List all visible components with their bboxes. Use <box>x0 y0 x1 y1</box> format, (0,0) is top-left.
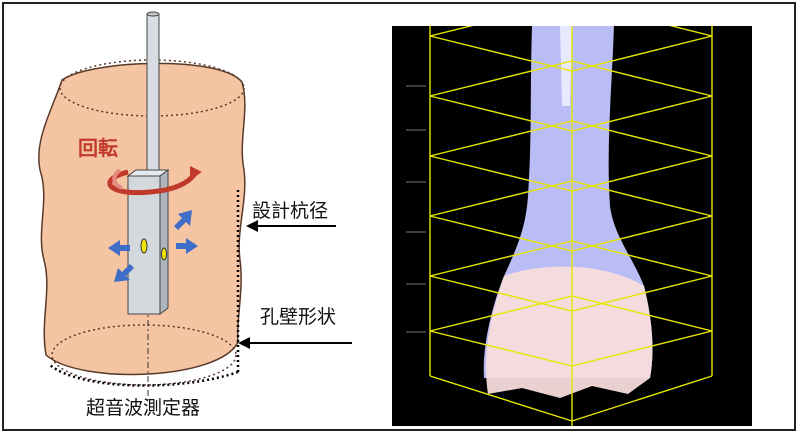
device-side <box>159 169 169 315</box>
figure-frame <box>2 2 796 431</box>
point-cloud-base <box>485 266 653 398</box>
measurement-diagram <box>38 11 352 400</box>
sensor-front <box>140 238 148 254</box>
design-diameter-label: 設計杭径 <box>252 200 329 222</box>
device-label: 超音波測定器 <box>86 397 201 419</box>
rod <box>146 13 160 173</box>
sensor-side <box>161 247 167 261</box>
design-diameter-bottom <box>49 364 239 387</box>
rotation-tail-icon <box>112 168 123 190</box>
sensor-arrow-icon <box>108 210 198 282</box>
point-cloud-render <box>406 26 713 426</box>
rod-top <box>146 11 160 17</box>
point-cloud-panel <box>392 26 752 426</box>
rotation-arrow-icon <box>107 169 199 196</box>
wireframe-grid <box>429 26 713 426</box>
point-cloud-highlight <box>560 26 572 106</box>
pointer-arrowhead-top <box>246 220 258 232</box>
pointer-arrowhead-bottom <box>238 337 250 349</box>
rotation-label: 回転 <box>78 136 118 160</box>
rotation-arrowhead-icon <box>190 166 202 180</box>
depth-ticks <box>406 85 426 333</box>
hole-shape-label: 孔壁形状 <box>260 306 337 328</box>
